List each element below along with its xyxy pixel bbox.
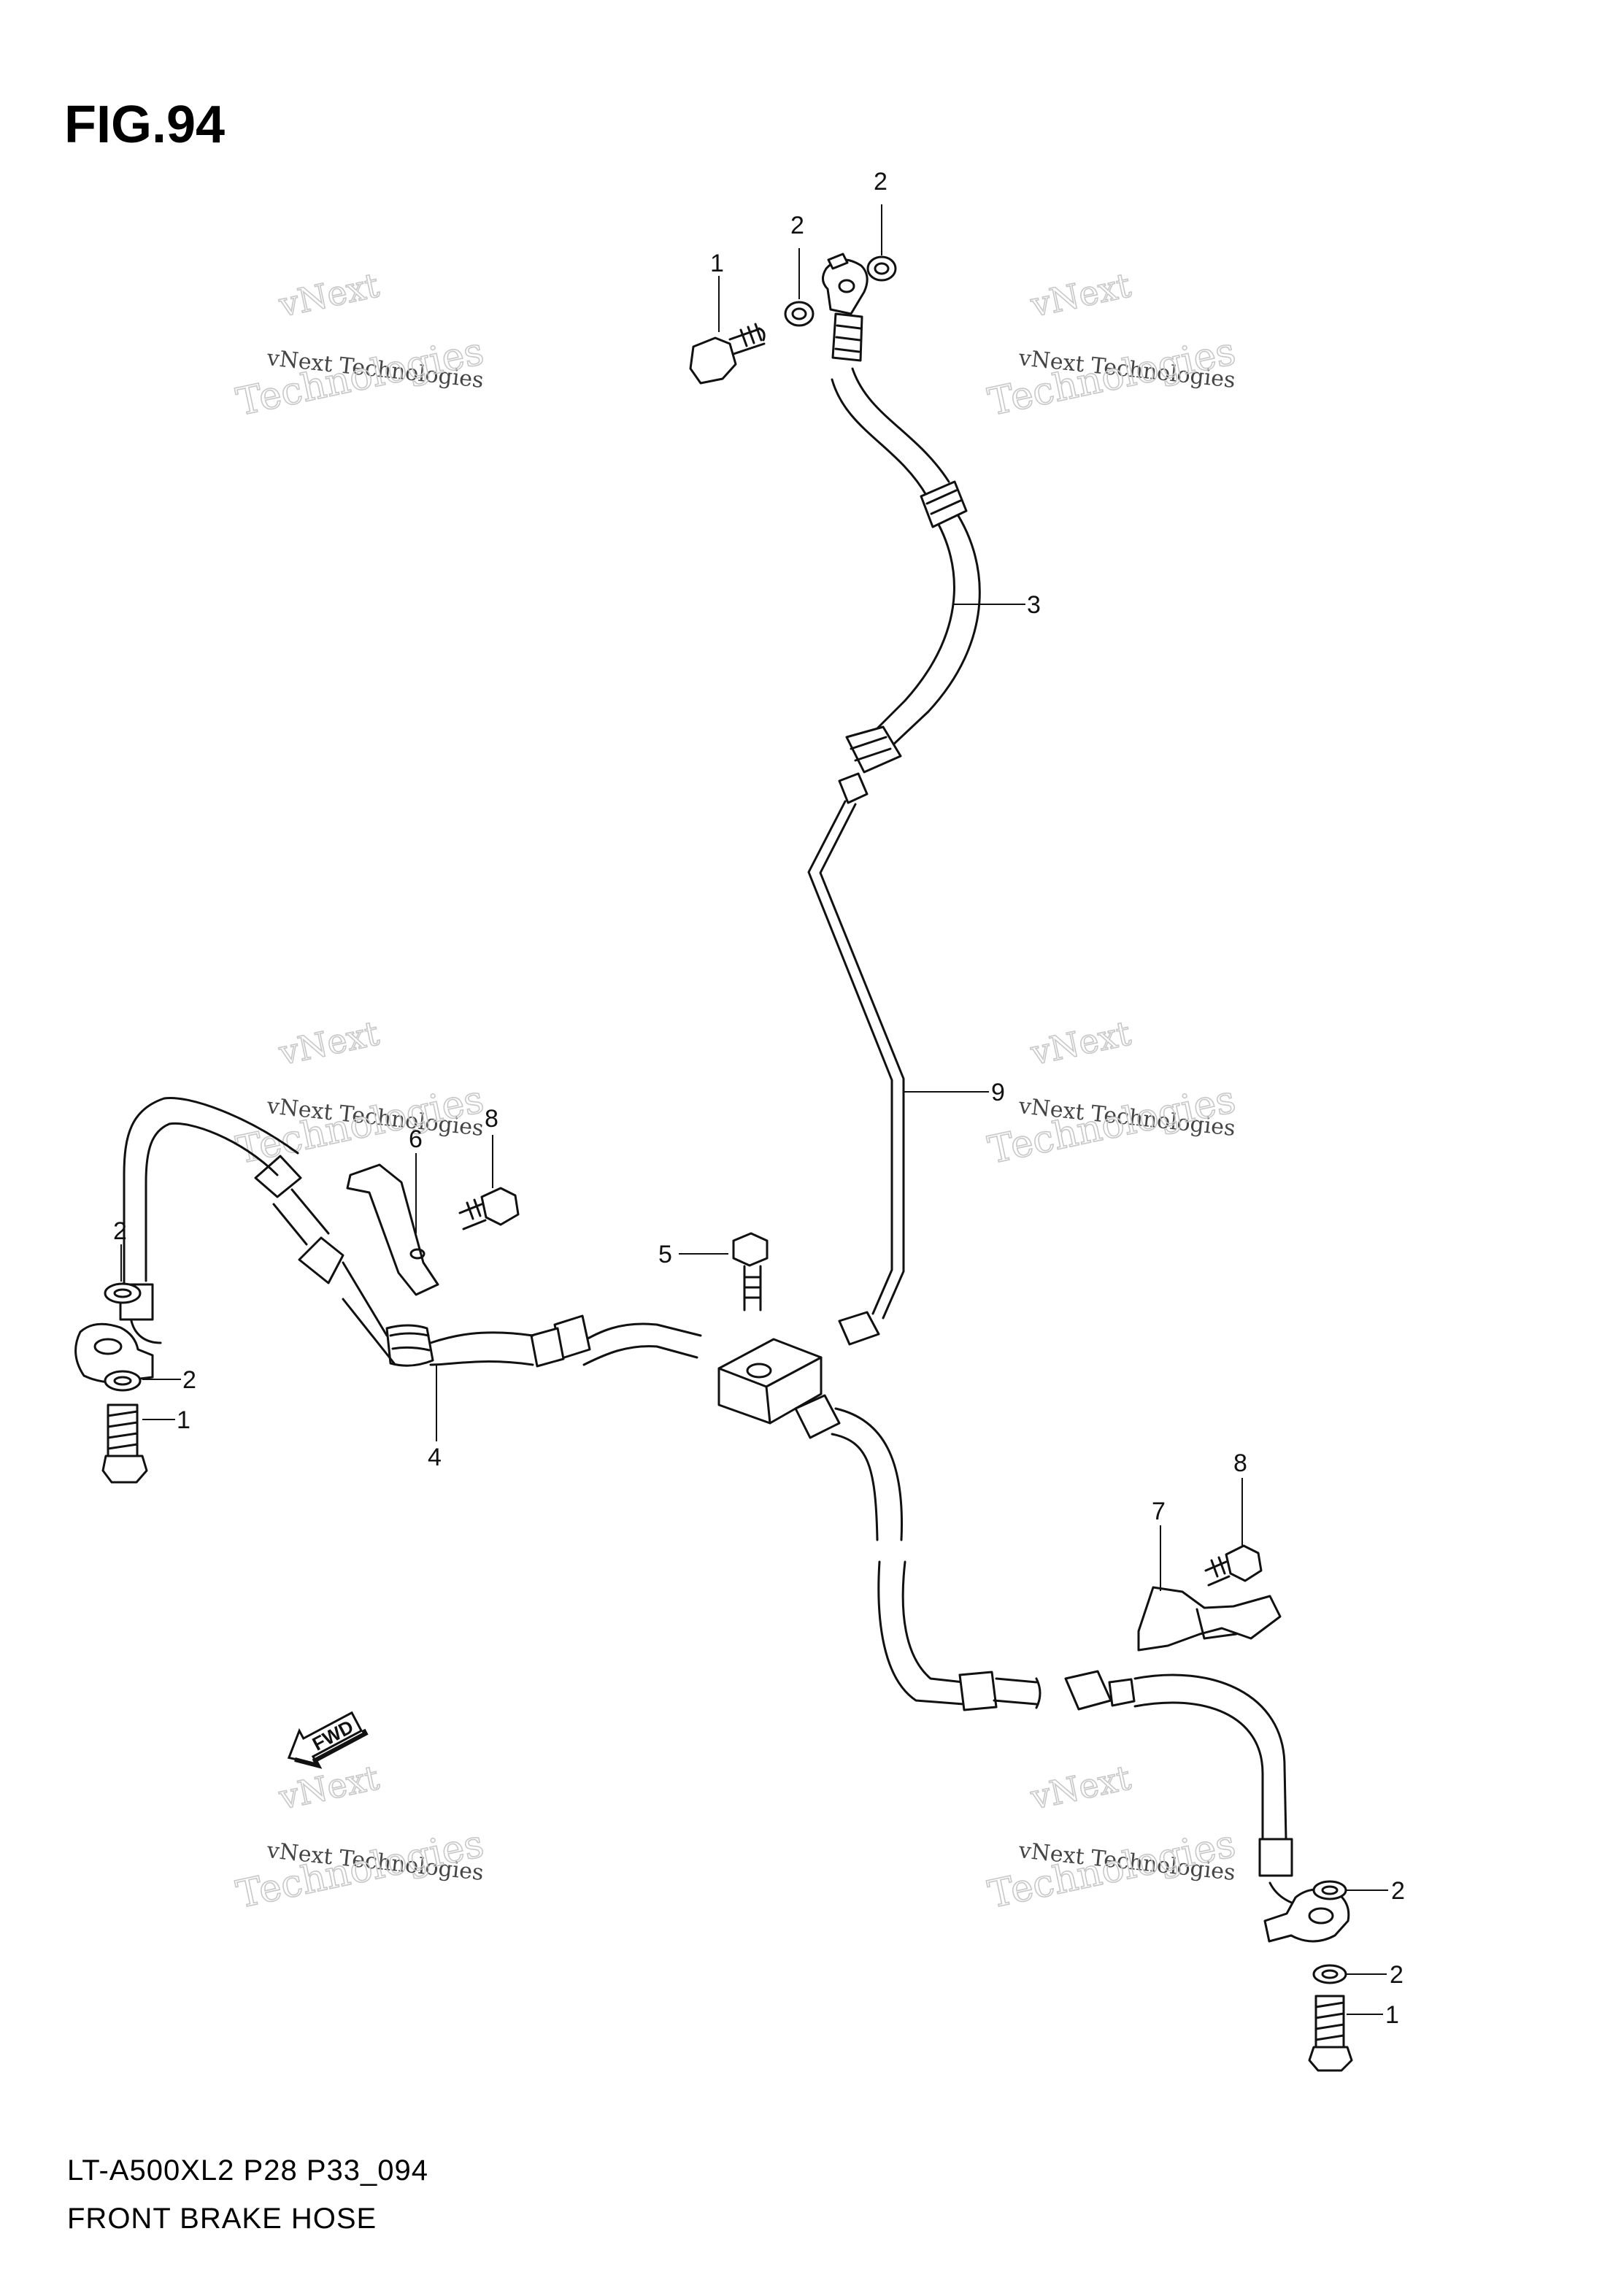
right-washer-lower — [1312, 1964, 1347, 1984]
watermark-large-text: Technologies — [985, 1822, 1239, 1917]
left-banjo-bolt — [101, 1403, 148, 1484]
callout-6: 6 — [409, 1125, 423, 1153]
callout-5: 5 — [658, 1241, 672, 1268]
right-banjo-bolt — [1308, 1995, 1353, 2072]
left-banjo-fitting — [74, 1320, 162, 1384]
watermarks: vNext Technologies vNext Technologies vN… — [232, 264, 1240, 1917]
watermark-4: vNext Technologies vNext Technologies — [984, 1012, 1240, 1173]
watermark-large-text: vNext — [275, 1757, 383, 1817]
left-washer-upper — [104, 1282, 142, 1304]
callout-2-right-a: 2 — [1391, 1877, 1405, 1905]
watermark-5: vNext Technologies vNext Technologies — [232, 1757, 488, 1917]
figure-name: FRONT BRAKE HOSE — [67, 2203, 377, 2235]
callout-3: 3 — [1027, 591, 1041, 619]
callout-labels: 1 2 2 3 9 6 8 2 2 1 5 4 8 7 2 2 1 — [113, 168, 1405, 2029]
callout-8-right: 8 — [1233, 1449, 1247, 1477]
junction-bolt-5 — [732, 1232, 769, 1311]
left-washer-lower — [104, 1370, 142, 1392]
hose-right — [794, 1394, 1293, 1877]
watermark-2: vNext Technologies vNext Technologies — [984, 264, 1240, 425]
bracket-6 — [346, 1163, 439, 1296]
watermark-large-text: Technologies — [985, 330, 1239, 425]
brake-pipe-9 — [807, 772, 905, 1346]
top-banjo-fitting — [822, 253, 869, 362]
callout-1-right: 1 — [1385, 2001, 1399, 2029]
top-banjo-bolt — [689, 323, 766, 385]
model-code: LT-A500XL2 P28 P33_094 — [67, 2154, 428, 2187]
callout-4: 4 — [428, 1444, 442, 1471]
bracket-7 — [1137, 1586, 1282, 1652]
callout-2-top-a: 2 — [790, 212, 804, 239]
watermark-6: vNext Technologies vNext Technologies — [984, 1757, 1240, 1917]
callout-1-left: 1 — [177, 1406, 190, 1434]
watermark-large-text: Technologies — [233, 1822, 488, 1917]
top-washer-right — [866, 255, 897, 282]
leader-lines — [120, 204, 1388, 2015]
watermark-large-text: vNext — [1027, 1757, 1135, 1817]
watermark-3: vNext Technologies vNext Technologies — [232, 1012, 488, 1173]
junction-block — [717, 1338, 823, 1425]
watermark-1: vNext Technologies vNext Technologies — [232, 264, 488, 425]
watermark-large-text: vNext — [1027, 265, 1135, 325]
watermark-large-text: Technologies — [233, 330, 488, 425]
watermark-large-text: vNext — [275, 1013, 383, 1073]
watermark-large-text: vNext — [1027, 1013, 1135, 1073]
right-washer-upper — [1312, 1880, 1347, 1900]
callout-2-top-b: 2 — [874, 168, 887, 196]
bolt-8-left — [458, 1187, 520, 1230]
watermark-large-text: Technologies — [233, 1078, 488, 1173]
callout-2-left-b: 2 — [182, 1366, 196, 1394]
figure-title: FIG.94 — [64, 96, 226, 154]
callout-9: 9 — [991, 1079, 1005, 1106]
watermark-large-text: Technologies — [985, 1078, 1239, 1173]
bolt-8-right — [1204, 1544, 1263, 1587]
callout-2-right-b: 2 — [1390, 1961, 1404, 1989]
callout-7: 7 — [1152, 1498, 1166, 1525]
hose-3 — [831, 367, 981, 774]
watermark-large-text: vNext — [275, 265, 383, 325]
top-washer-left — [784, 301, 815, 327]
callout-2-left-a: 2 — [113, 1217, 127, 1245]
callout-8-left: 8 — [485, 1105, 498, 1133]
callout-1-top: 1 — [710, 250, 724, 277]
